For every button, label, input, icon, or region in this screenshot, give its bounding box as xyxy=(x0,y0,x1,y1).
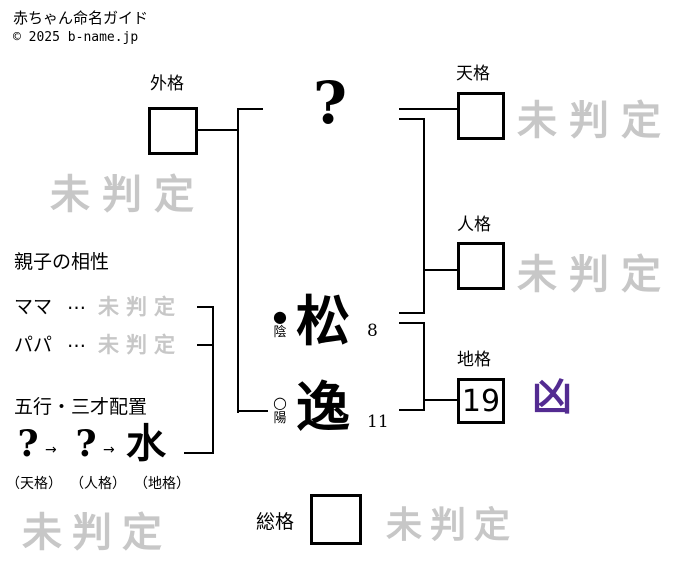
mama-dots: … xyxy=(67,292,86,314)
inyo-mark-1: ● 陰 xyxy=(265,308,295,340)
sotokaku-verdict-watermark: 未判定 xyxy=(50,171,206,218)
chikaku-bracket-top-line xyxy=(399,322,425,324)
yin-circle-icon: ● xyxy=(273,307,287,326)
jinkaku-box xyxy=(457,242,505,290)
sokaku-verdict-watermark: 未判定 xyxy=(386,504,519,546)
tenkaku-box xyxy=(457,92,505,140)
compatibility-heading: 親子の相性 xyxy=(14,251,110,273)
tenkaku-label: 天格 xyxy=(456,64,490,84)
tenkaku-connector-line xyxy=(399,108,457,110)
compatibility-mama-stub-line xyxy=(197,306,212,308)
sansai-caption-tenkaku: （天格） xyxy=(6,476,62,492)
papa-label: パパ xyxy=(14,334,53,356)
surname-placeholder: ? xyxy=(313,69,347,137)
arrow-right-icon: → xyxy=(103,442,115,458)
chikaku-bracket-vertical-line xyxy=(423,322,425,411)
given-char-2-strokes: 11 xyxy=(367,412,389,432)
chikaku-verdict-kyo: 凶 xyxy=(532,373,572,420)
sotokaku-label: 外格 xyxy=(150,74,184,94)
papa-verdict-watermark: 未判定 xyxy=(98,332,182,357)
jinkaku-verdict-watermark: 未判定 xyxy=(517,251,673,298)
mama-label: ママ xyxy=(14,296,53,318)
footer-verdict-watermark: 未判定 xyxy=(22,509,172,556)
compatibility-papa-stub-line xyxy=(197,344,212,346)
sansai-element-tenkaku: ? xyxy=(17,423,39,465)
inyo-mark-2: ○ 陽 xyxy=(265,394,295,426)
site-title: 赤ちゃん命名ガイド xyxy=(13,9,149,27)
papa-dots: … xyxy=(67,330,86,352)
given-char-1-strokes: 8 xyxy=(367,321,378,341)
mama-verdict-watermark: 未判定 xyxy=(98,294,182,319)
jinkaku-bracket-vertical-line xyxy=(423,118,425,314)
chikaku-label: 地格 xyxy=(457,350,491,370)
copyright-text: © 2025 b-name.jp xyxy=(13,30,139,45)
yang-circle-icon: ○ xyxy=(273,393,287,412)
sotokaku-connector-line xyxy=(198,129,238,131)
compatibility-bottom-stub-line xyxy=(184,452,212,454)
chikaku-connector-line xyxy=(425,399,457,401)
sansai-element-jinkaku: ? xyxy=(75,423,97,465)
yang-label: 陽 xyxy=(273,410,287,426)
sokaku-label: 総格 xyxy=(256,511,295,533)
yin-label: 陰 xyxy=(273,324,287,340)
given-char-2: 逸 xyxy=(296,375,350,439)
sokaku-box xyxy=(310,494,362,545)
chikaku-bracket-bottom-line xyxy=(399,409,425,411)
sansai-caption-chikaku: （地格） xyxy=(134,476,190,492)
given-char-1: 松 xyxy=(296,289,350,353)
jinkaku-label: 人格 xyxy=(457,215,491,235)
chikaku-value: 19 xyxy=(461,383,501,419)
sotokaku-bracket-top-line xyxy=(239,108,263,110)
sansai-heading: 五行・三才配置 xyxy=(14,396,148,418)
jinkaku-bracket-bottom-line xyxy=(399,312,425,314)
sotokaku-bracket-vertical-line xyxy=(237,108,239,413)
compatibility-bracket-vertical-line xyxy=(212,306,214,454)
jinkaku-connector-line xyxy=(425,269,457,271)
arrow-right-icon: → xyxy=(45,442,57,458)
sansai-caption-jinkaku: （人格） xyxy=(70,476,126,492)
sotokaku-box xyxy=(148,107,198,155)
jinkaku-bracket-top-line xyxy=(399,118,425,120)
tenkaku-verdict-watermark: 未判定 xyxy=(517,97,673,144)
sotokaku-bracket-bottom-line xyxy=(239,410,268,412)
sansai-element-chikaku: 水 xyxy=(126,420,166,467)
chikaku-box: 19 xyxy=(457,378,505,424)
